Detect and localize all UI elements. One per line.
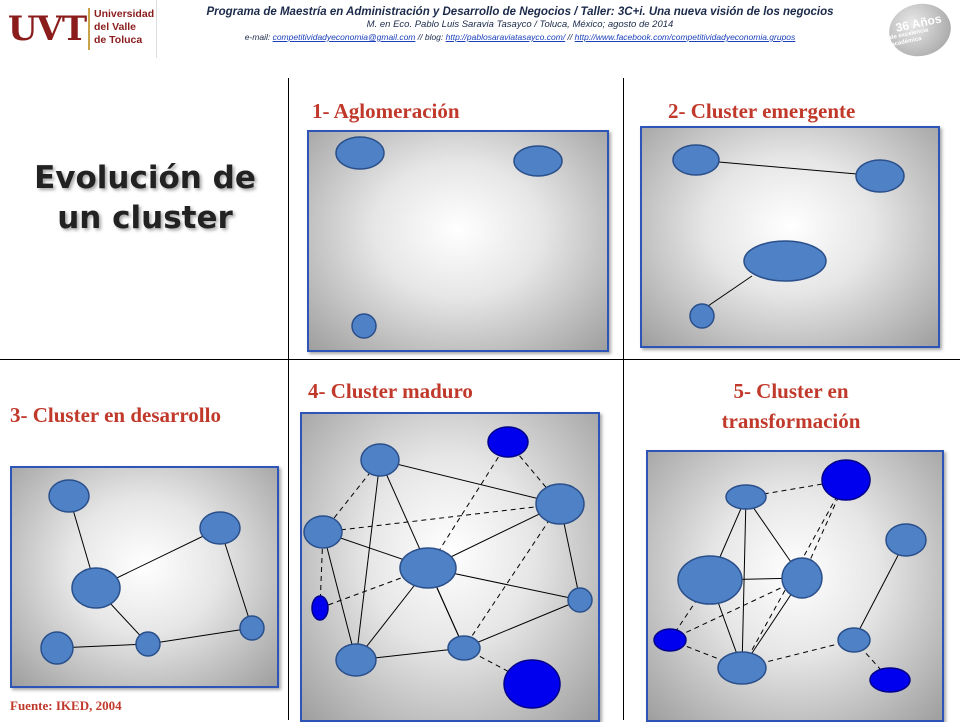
solid-link — [853, 539, 907, 641]
solid-link — [379, 459, 561, 505]
dashed-link — [463, 503, 561, 649]
header-banner: UVT Universidad del Valle de Toluca Prog… — [0, 0, 960, 62]
stage-5-label-line: transformación — [721, 409, 861, 433]
logo-line: Universidad — [94, 8, 155, 20]
firm-node — [717, 651, 767, 685]
new-firm-node — [821, 459, 871, 501]
new-firm-node — [869, 667, 911, 693]
dashed-link — [669, 577, 803, 641]
firm-node — [837, 627, 871, 653]
slide-title: Evolución de un cluster — [10, 158, 280, 238]
firm-node — [399, 547, 457, 589]
firm-node — [567, 587, 593, 613]
firm-node — [71, 567, 121, 609]
program-title: Programa de Maestría en Administración y… — [206, 6, 834, 18]
stage-2-network — [672, 144, 905, 329]
firm-node — [677, 555, 743, 605]
stage-2-label: 2- Cluster emergente — [668, 99, 856, 123]
logo-line: del Valle — [94, 21, 137, 33]
firm-node — [335, 136, 385, 170]
grid-divider-vertical-left — [288, 78, 289, 720]
firm-node — [360, 443, 400, 477]
solid-link — [707, 275, 753, 307]
stage-3-label: 3- Cluster en desarrollo — [10, 403, 221, 427]
source-note: Fuente: IKED, 2004 — [10, 698, 122, 713]
solid-link — [147, 627, 253, 645]
link-separator: // — [565, 32, 575, 42]
university-logo[interactable]: UVT Universidad del Valle de Toluca — [0, 0, 157, 58]
blog-link[interactable]: http://pablosaraviatasayco.com/ — [445, 32, 566, 42]
firm-node — [535, 483, 585, 525]
title-line: Evolución de — [34, 160, 256, 196]
email-link[interactable]: competitividadyeconomia@gmail.com — [272, 32, 416, 42]
new-firm-node — [311, 595, 329, 621]
stage-1-label: 1- Aglomeración — [312, 99, 460, 123]
firm-node — [303, 515, 343, 549]
stage-3-network — [40, 479, 265, 665]
new-firm-node — [503, 659, 561, 709]
firm-node — [239, 615, 265, 641]
solid-link — [463, 599, 581, 649]
firm-node — [447, 635, 481, 661]
uvt-logo-mark: UVT — [7, 9, 87, 49]
logo-line: de Toluca — [94, 34, 143, 46]
dashed-link — [319, 567, 429, 609]
firm-node — [689, 303, 715, 329]
grid-divider-horizontal — [0, 359, 960, 360]
logo-text: Universidad del Valle de Toluca — [94, 8, 154, 47]
stage-5-label: 5- Cluster en transformación — [660, 376, 922, 436]
grid-divider-vertical-right — [623, 78, 624, 720]
dashed-link — [427, 441, 509, 569]
stage-5-network — [653, 459, 927, 693]
email-prefix: e-mail: — [244, 32, 273, 42]
firm-node — [781, 557, 823, 599]
firm-node — [743, 240, 827, 282]
solid-link — [741, 496, 747, 669]
stage-4-network — [303, 426, 593, 709]
new-firm-node — [653, 628, 687, 652]
contact-line: e-mail: competitividadyeconomia@gmail.co… — [160, 31, 880, 43]
author-line: M. en Eco. Pablo Luis Saravia Tasayco / … — [366, 19, 674, 30]
firm-node — [48, 479, 90, 513]
firm-node — [672, 144, 720, 176]
blog-prefix: // blog: — [415, 32, 446, 42]
firm-node — [513, 145, 563, 177]
header-text: Programa de Maestría en Administración y… — [160, 5, 880, 43]
stage-4-label: 4- Cluster maduro — [308, 379, 473, 403]
new-firm-node — [487, 426, 529, 458]
firm-node — [199, 511, 241, 545]
solid-link — [322, 531, 357, 661]
stage-1-network — [335, 136, 563, 339]
logo-divider — [88, 8, 90, 50]
facebook-link[interactable]: http://www.facebook.com/competitividadye… — [574, 32, 796, 42]
firm-node — [885, 523, 927, 557]
title-line: un cluster — [57, 200, 233, 236]
solid-link — [355, 459, 381, 661]
firm-node — [135, 631, 161, 657]
firm-node — [40, 631, 74, 665]
firm-node — [351, 313, 377, 339]
dashed-link — [322, 503, 561, 533]
solid-link — [695, 159, 881, 177]
stage-5-label-line: 5- Cluster en — [733, 379, 849, 403]
solid-link — [219, 527, 253, 629]
firm-node — [855, 159, 905, 193]
firm-node — [335, 643, 377, 677]
firm-node — [725, 484, 767, 510]
